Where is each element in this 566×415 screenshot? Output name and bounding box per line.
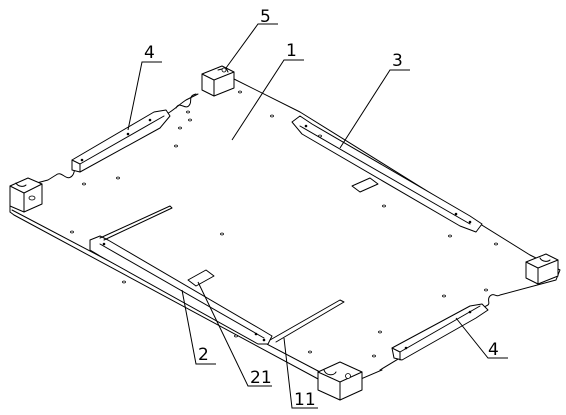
label-5: 5 xyxy=(260,7,271,27)
label-2: 2 xyxy=(198,345,209,365)
plate-holes xyxy=(70,90,498,358)
rail-2 xyxy=(89,235,273,345)
leader-21 xyxy=(197,281,272,387)
leader-3 xyxy=(339,69,410,149)
rail-4-bottom xyxy=(391,303,489,361)
label-1: 1 xyxy=(286,41,297,61)
corner-foot-right xyxy=(525,253,559,285)
guide-bar xyxy=(99,205,173,241)
foot-5 xyxy=(201,65,235,97)
leader-4-top xyxy=(127,61,162,131)
tab-21 xyxy=(187,269,215,287)
bar-11 xyxy=(269,299,345,343)
corner-foot-front-left xyxy=(9,177,43,213)
leader-1 xyxy=(231,59,304,141)
label-11: 11 xyxy=(294,390,316,410)
rail-3 xyxy=(291,115,483,233)
leader-2 xyxy=(181,289,216,365)
corner-foot-front-center xyxy=(317,361,363,401)
label-4-top: 4 xyxy=(144,43,155,63)
leader-4-bottom xyxy=(455,317,508,359)
leader-11 xyxy=(283,337,318,409)
leader-5 xyxy=(225,23,278,69)
rail-4-top xyxy=(71,109,171,173)
label-21: 21 xyxy=(250,368,272,388)
label-4-bottom: 4 xyxy=(488,340,499,360)
label-3: 3 xyxy=(392,51,403,71)
